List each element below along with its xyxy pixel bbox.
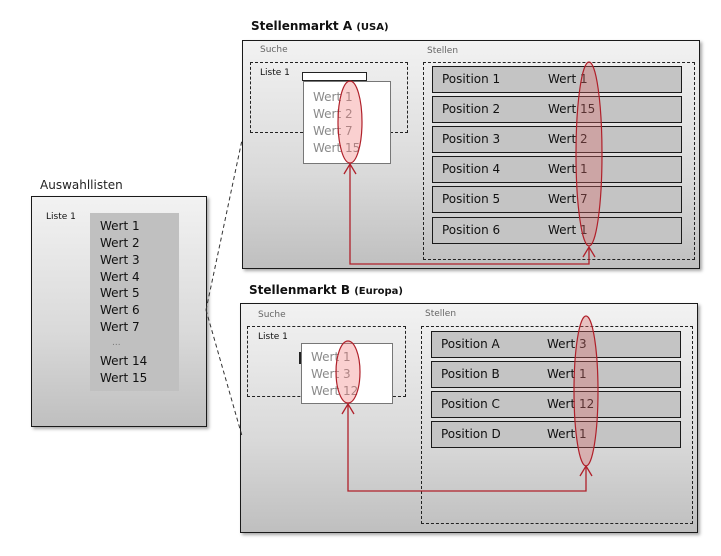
positions-section-label: Stellen: [427, 46, 459, 56]
market-a-title-text: Stellenmarkt A: [251, 19, 353, 33]
position-value: Wert 12: [547, 397, 595, 411]
list-label: Liste 1: [46, 212, 76, 222]
dropdown-option[interactable]: Wert 3: [311, 367, 351, 381]
position-name: Position 3: [442, 132, 501, 146]
list-item[interactable]: Wert 2: [100, 236, 140, 250]
position-value: Wert 1: [548, 162, 588, 176]
dropdown-option[interactable]: Wert 1: [311, 350, 351, 364]
position-row[interactable]: Position D Wert 1: [431, 421, 681, 448]
position-name: Position D: [441, 427, 501, 441]
position-value: Wert 15: [548, 102, 596, 116]
list-item[interactable]: Wert 7: [100, 320, 140, 334]
position-value: Wert 1: [548, 223, 588, 237]
list-item[interactable]: Wert 15: [100, 371, 148, 385]
market-b-title-suffix: (Europa): [354, 286, 403, 297]
position-row[interactable]: Position B Wert 1: [431, 361, 681, 388]
list-item[interactable]: Wert 5: [100, 286, 140, 300]
dropdown-option[interactable]: Wert 1: [313, 90, 353, 104]
position-name: Position B: [441, 367, 500, 381]
list-dropdown: Wert 1 Wert 3 Wert 12: [301, 343, 393, 404]
list-item[interactable]: Wert 3: [100, 253, 140, 267]
list-item[interactable]: Wert 6: [100, 303, 140, 317]
position-name: Position 6: [442, 223, 501, 237]
search-section-label: Suche: [260, 45, 288, 55]
position-value: Wert 2: [548, 132, 588, 146]
position-row[interactable]: Position 6 Wert 1: [432, 217, 682, 244]
position-row[interactable]: Position 4 Wert 1: [432, 156, 682, 183]
list-ellipsis: ...: [112, 338, 121, 348]
position-value: Wert 1: [548, 72, 588, 86]
auswahllisten-title: Auswahllisten: [40, 178, 123, 192]
market-b-panel: Suche Liste 1 Wert 1 Wert 3 Wert 12 Stel…: [240, 303, 698, 533]
list-select-edge[interactable]: [299, 352, 301, 364]
list-item[interactable]: Wert 1: [100, 219, 140, 233]
position-name: Position 4: [442, 162, 501, 176]
position-value: Wert 3: [547, 337, 587, 351]
dropdown-option[interactable]: Wert 7: [313, 124, 353, 138]
list-dropdown: Wert 1 Wert 2 Wert 7 Wert 15: [303, 81, 391, 164]
list-select[interactable]: [302, 72, 367, 81]
market-b-title: Stellenmarkt B (Europa): [249, 283, 403, 297]
market-a-title-suffix: (USA): [356, 22, 389, 33]
position-name: Position C: [441, 397, 500, 411]
position-name: Position 5: [442, 192, 501, 206]
list-item[interactable]: Wert 14: [100, 354, 148, 368]
position-row[interactable]: Position 5 Wert 7: [432, 186, 682, 213]
position-row[interactable]: Position 3 Wert 2: [432, 126, 682, 153]
market-a-title: Stellenmarkt A (USA): [251, 19, 389, 33]
position-row[interactable]: Position C Wert 12: [431, 391, 681, 418]
position-row[interactable]: Position 2 Wert 15: [432, 96, 682, 123]
position-row[interactable]: Position A Wert 3: [431, 331, 681, 358]
position-name: Position 1: [442, 72, 501, 86]
dropdown-option[interactable]: Wert 15: [313, 141, 361, 155]
positions-section-label: Stellen: [425, 309, 457, 319]
position-value: Wert 1: [547, 367, 587, 381]
list-item[interactable]: Wert 4: [100, 270, 140, 284]
market-a-panel: Suche Liste 1 Wert 1 Wert 2 Wert 7 Wert …: [242, 40, 700, 269]
auswahllisten-panel: Liste 1 Wert 1 Wert 2 Wert 3 Wert 4 Wert…: [31, 196, 207, 427]
position-value: Wert 7: [548, 192, 588, 206]
list-label: Liste 1: [260, 68, 290, 78]
list-label: Liste 1: [258, 332, 288, 342]
position-name: Position 2: [442, 102, 501, 116]
dropdown-option[interactable]: Wert 12: [311, 384, 359, 398]
position-name: Position A: [441, 337, 500, 351]
position-row[interactable]: Position 1 Wert 1: [432, 66, 682, 93]
connector-line-b: [205, 309, 243, 437]
market-b-title-text: Stellenmarkt B: [249, 283, 350, 297]
dropdown-option[interactable]: Wert 2: [313, 107, 353, 121]
position-value: Wert 1: [547, 427, 587, 441]
value-list: Wert 1 Wert 2 Wert 3 Wert 4 Wert 5 Wert …: [90, 213, 179, 391]
search-section-label: Suche: [258, 310, 286, 320]
connector-line-a: [205, 139, 243, 311]
